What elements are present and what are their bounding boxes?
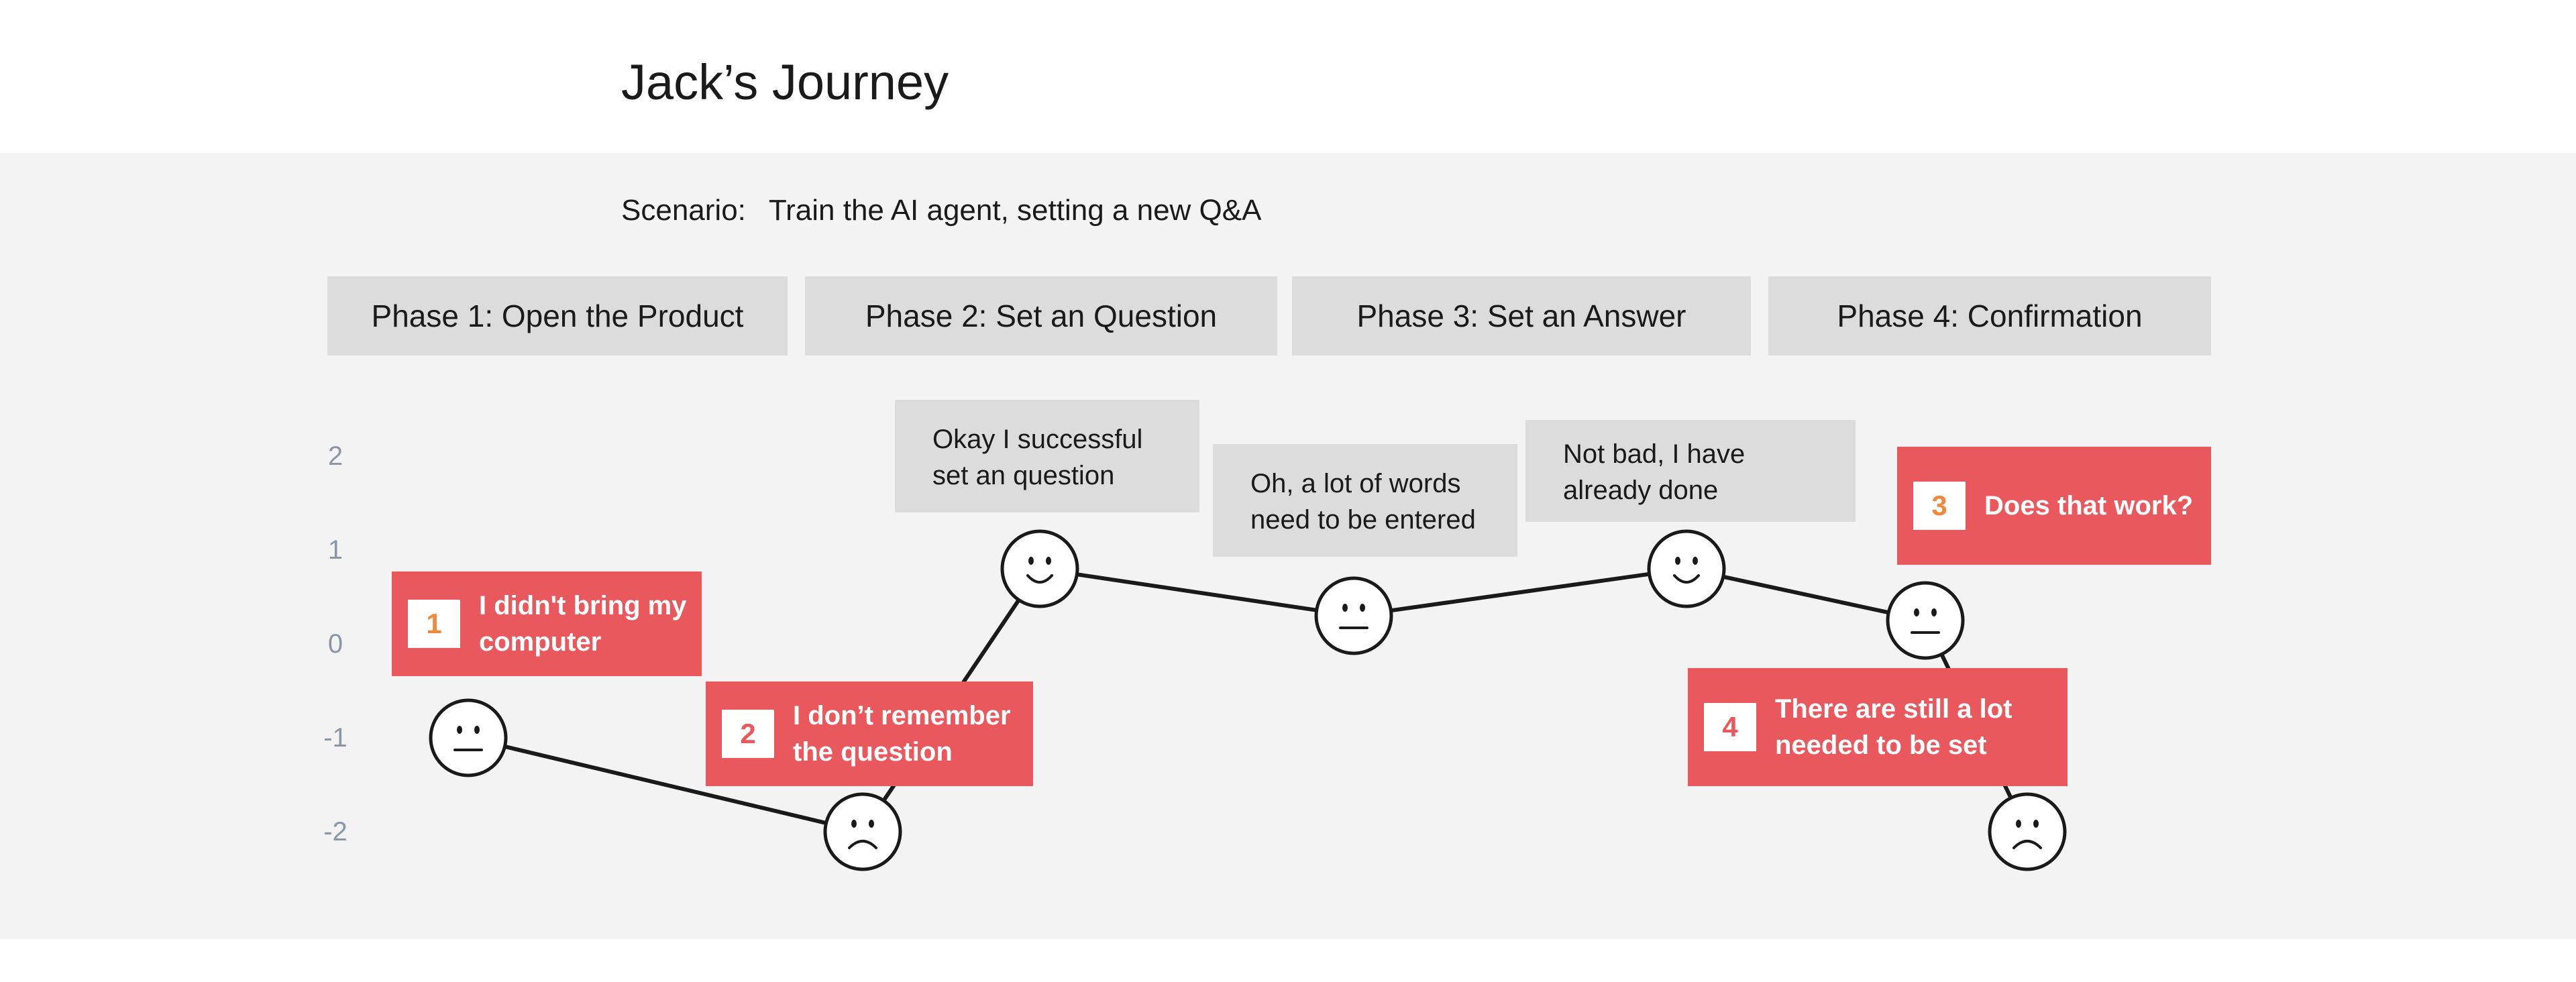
pain-point-card: 2 I don’t remember the question <box>706 681 1033 786</box>
scenario-text: Train the AI agent, setting a new Q&A <box>768 194 1262 227</box>
y-tick-label: 1 <box>327 535 343 565</box>
pain-point-number: 4 <box>1704 703 1756 751</box>
y-tick-label: 0 <box>327 629 343 659</box>
pain-point-text: There are still a lot needed to be set <box>1775 694 2012 760</box>
phase-1-header: Phase 1: Open the Product <box>327 276 788 356</box>
pain-point-text: I didn't bring my computer <box>479 591 687 657</box>
happy-face-icon <box>1000 529 1079 608</box>
quote-bubble: Oh, a lot of words need to be entered <box>1213 444 1517 557</box>
sad-face-icon <box>1988 792 2067 871</box>
page-title: Jack’s Journey <box>621 54 949 110</box>
emotion-line-segment <box>1076 572 1318 612</box>
neutral-face-icon <box>1314 576 1393 655</box>
quote-bubble: Not bad, I have already done <box>1525 420 1856 522</box>
pain-point-card: 3 Does that work? <box>1897 447 2211 565</box>
y-tick-label: -1 <box>323 723 347 753</box>
y-tick-label: 2 <box>327 441 343 471</box>
neutral-face-icon <box>1886 581 1965 660</box>
emotion-line-segment <box>504 745 827 825</box>
phase-2-header: Phase 2: Set an Question <box>805 276 1277 356</box>
neutral-face-icon <box>429 698 508 777</box>
pain-point-number: 1 <box>408 600 460 648</box>
sad-face-icon <box>823 792 902 871</box>
pain-point-number: 2 <box>722 710 774 758</box>
pain-point-number: 3 <box>1913 482 1966 530</box>
emotion-line-segment <box>1391 571 1650 613</box>
quote-bubble: Okay I successful set an question <box>895 400 1199 512</box>
phase-4-header: Phase 4: Confirmation <box>1768 276 2211 356</box>
pain-point-card: 4 There are still a lot needed to be set <box>1688 668 2068 786</box>
phase-3-header: Phase 3: Set an Answer <box>1292 276 1751 356</box>
scenario-label: Scenario: <box>621 194 746 227</box>
y-tick-label: -2 <box>323 817 347 847</box>
pain-point-text: Does that work? <box>1984 491 2194 521</box>
emotion-line-segment <box>1723 574 1889 615</box>
pain-point-card: 1 I didn't bring my computer <box>392 571 702 676</box>
pain-point-text: I don’t remember the question <box>793 701 1011 767</box>
happy-face-icon <box>1647 529 1726 608</box>
scenario: Scenario: Train the AI agent, setting a n… <box>621 196 1261 225</box>
